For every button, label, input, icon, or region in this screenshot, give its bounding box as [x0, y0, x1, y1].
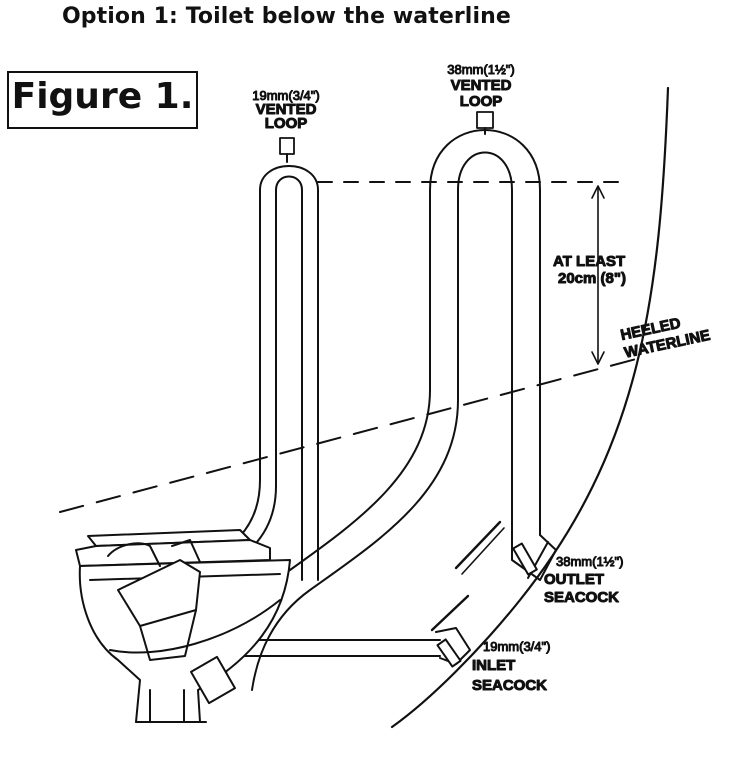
page-title: Option 1: Toilet below the waterline — [62, 4, 511, 29]
large-vented-loop-hose — [224, 111, 541, 691]
hull-outline — [390, 86, 670, 729]
large-loop-label-line2: LOOP — [460, 93, 503, 110]
outlet-seacock — [454, 520, 557, 581]
outlet-seacock-label-line2: SEACOCK — [544, 589, 619, 606]
height-label-line2: 20cm (8") — [558, 270, 626, 287]
toilet — [75, 529, 291, 723]
small-loop-label-line2: LOOP — [265, 115, 308, 132]
large-loop-label-line1: VENTED — [451, 77, 512, 94]
heeled-waterline — [59, 357, 641, 513]
inlet-seacock-label-line1: INLET — [472, 657, 515, 674]
outlet-seacock-size-label: 38mm(1½") — [556, 554, 623, 569]
small-loop-size-label: 19mm(3/4") — [252, 88, 319, 103]
large-loop-size-label: 38mm(1½") — [447, 62, 514, 77]
inlet-seacock-label-line2: SEACOCK — [472, 677, 547, 694]
small-vented-loop-hose — [189, 137, 319, 583]
height-dimension — [591, 185, 605, 365]
inlet-seacock-size-label: 19mm(3/4") — [483, 639, 550, 654]
small-loop-label-line1: VENTED — [256, 101, 317, 118]
figure-label-box: Figure 1. — [7, 71, 198, 129]
outlet-seacock-label-line1: OUTLET — [544, 571, 604, 588]
height-label-line1: AT LEAST — [553, 253, 625, 270]
figure-label: Figure 1. — [11, 76, 194, 117]
